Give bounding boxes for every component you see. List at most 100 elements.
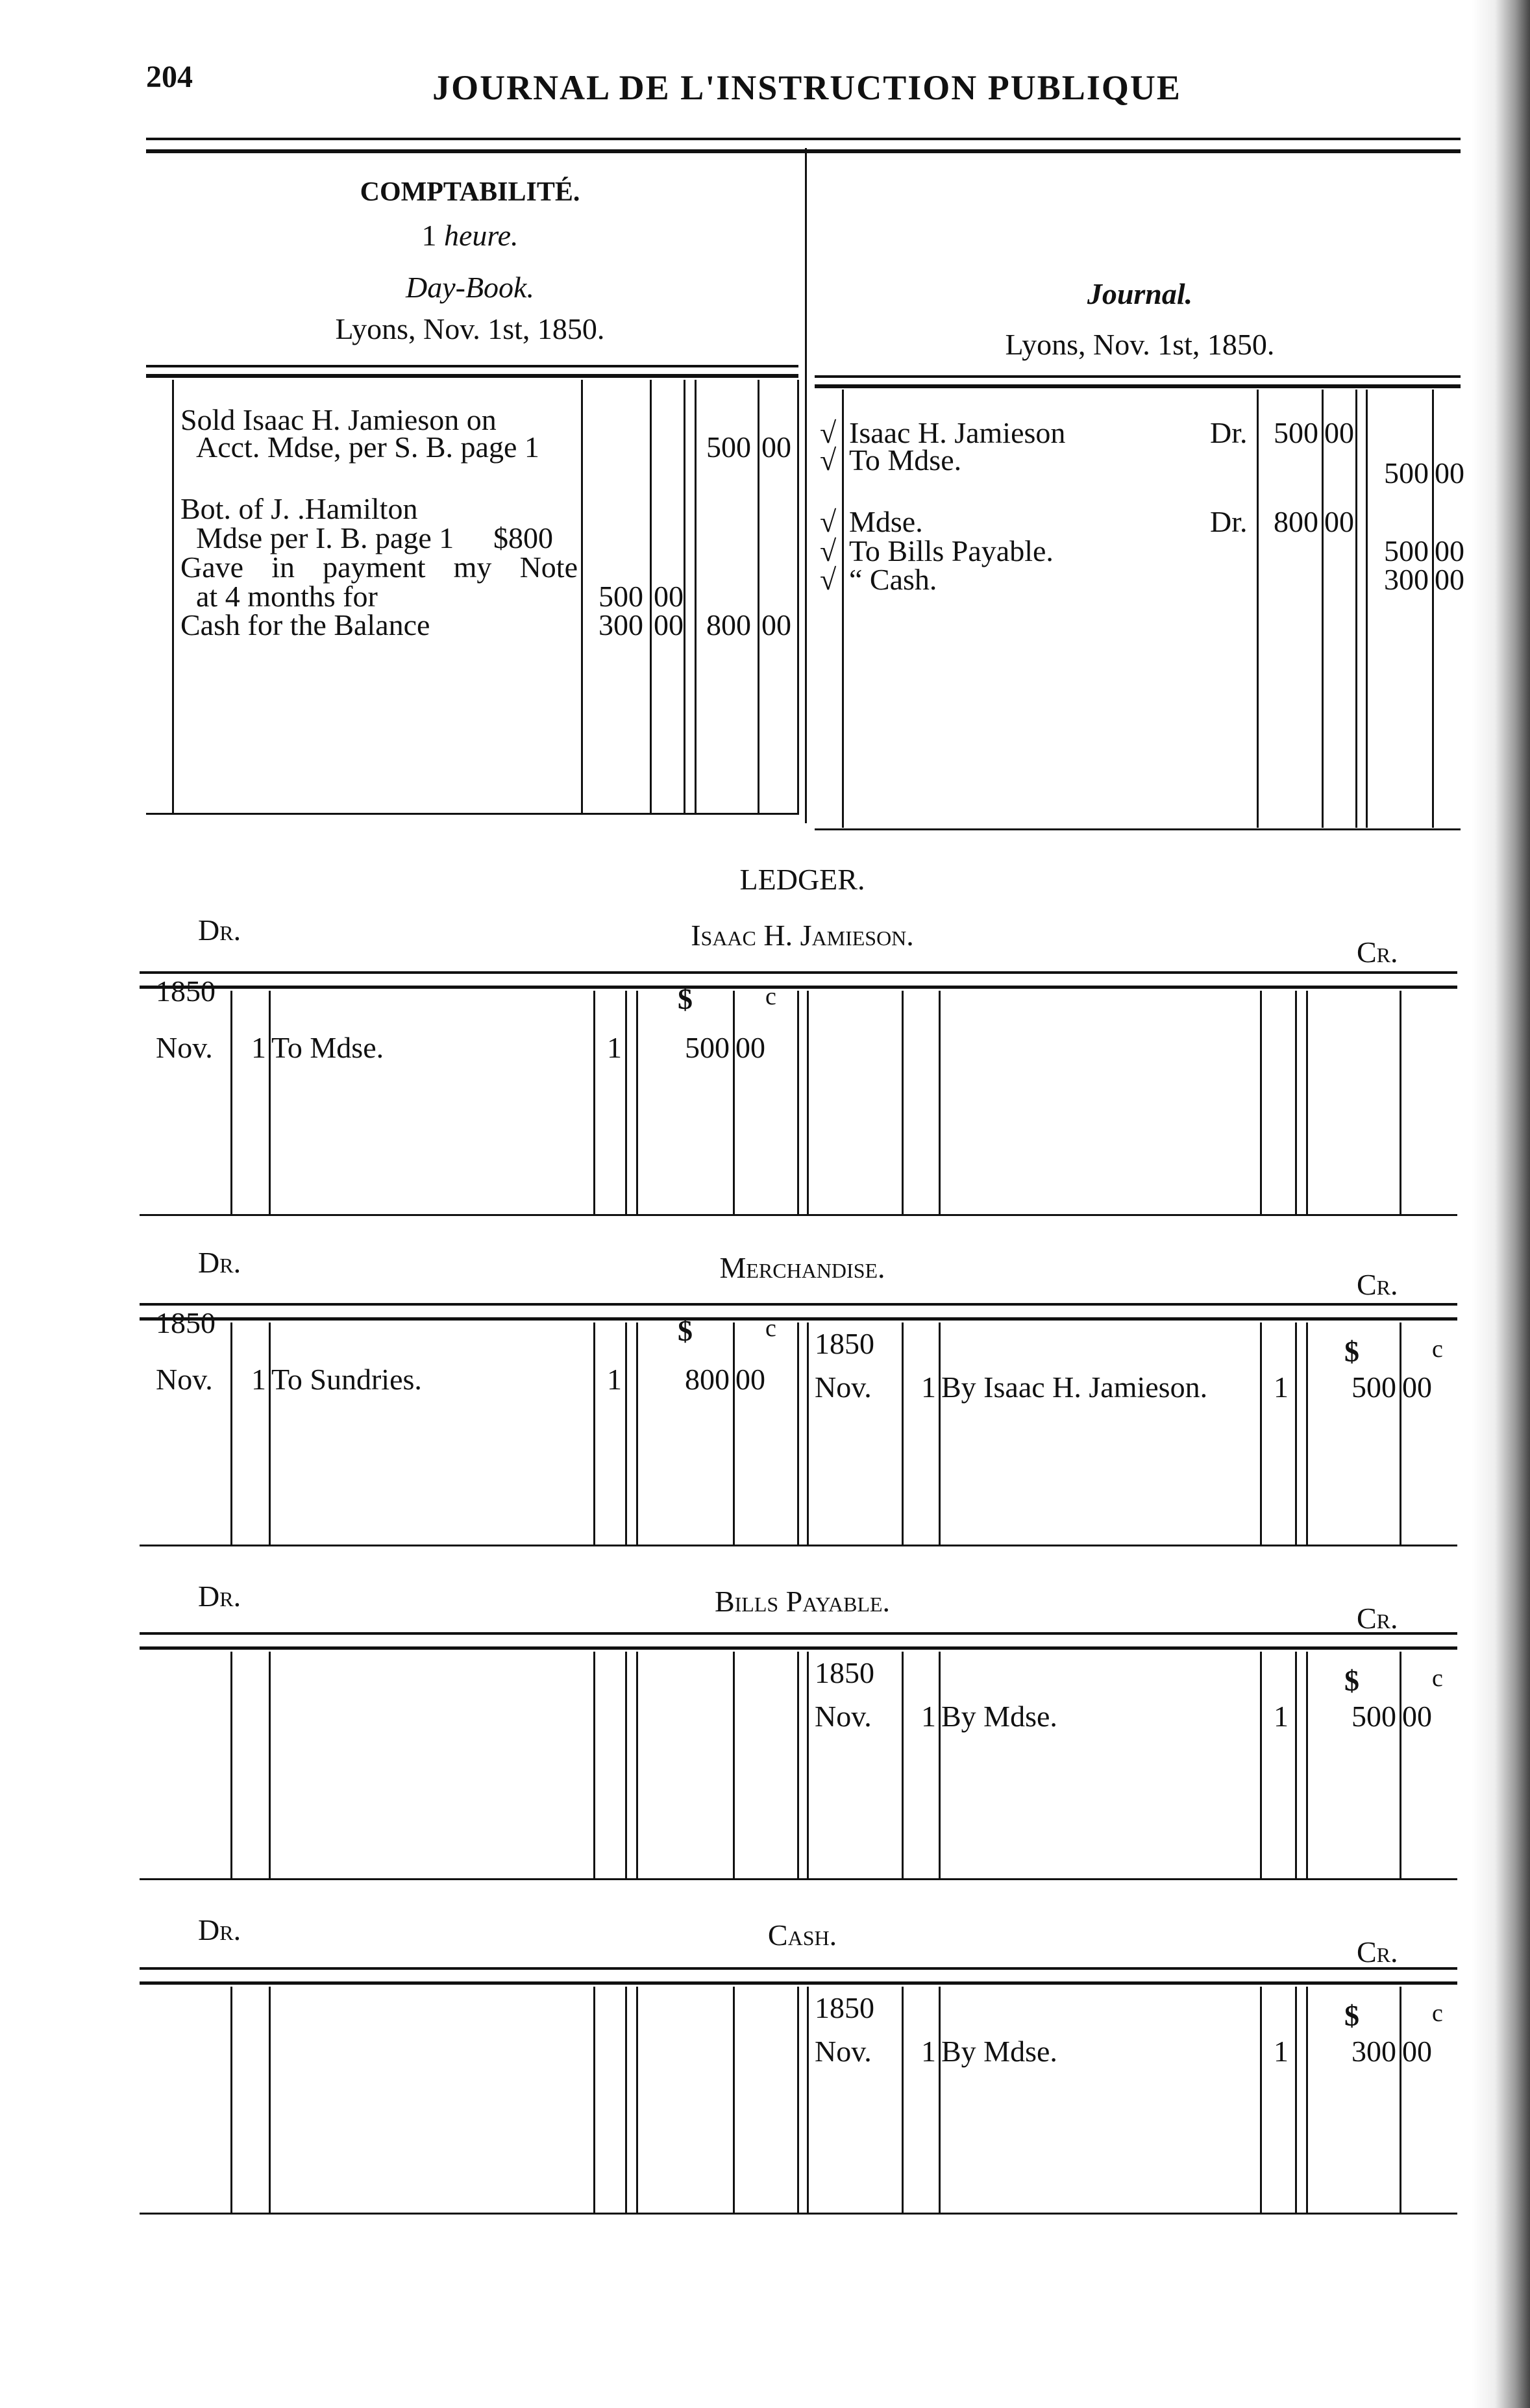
column-rule [1306,1987,1308,2213]
journal-line-text: To Bills Payable. [849,534,1054,567]
currency-header: $ [1344,1999,1359,2032]
ledger-year: 1850 [815,1991,874,2024]
top-rule [146,149,1461,153]
column-rule [625,1652,627,1878]
daybook-outer-cents: 00 [761,608,791,641]
entry-month: Nov. [156,1363,213,1396]
entry-dollars: 500 [1351,1371,1396,1404]
ledger-bottom-rule [140,1878,1457,1880]
daybook-line: Acct. Mdse, per S. B. page 1 [196,430,539,464]
entry-folio: 1 [1274,2035,1289,2068]
daybook-title: Day-Book. [406,271,534,304]
column-rule [230,1652,232,1878]
column-rule [1400,991,1401,1214]
debit-label: Dr. [198,1580,241,1613]
column-rule [807,1987,809,2213]
ledger-rule [140,1317,1457,1321]
column-rule [902,991,904,1214]
column-rule [1295,991,1297,1214]
entry-cents: 00 [1402,1371,1432,1404]
cents-header: c [1432,1335,1443,1363]
entry-day: 1 [921,2035,936,2068]
column-rule [172,380,174,815]
daybook-outer-dollars: 500 [706,430,751,464]
column-rule [902,1322,904,1545]
journal-credit-dollars: 500 [1384,456,1429,490]
journal-line-text: Isaac H. Jamieson [849,416,1066,449]
column-rule [1322,390,1324,828]
check-mark: √ [820,443,837,477]
column-rule [230,1987,232,2213]
currency-header: $ [678,982,693,1015]
daybook-inner-dollars: 500 [598,580,643,613]
entry-description: By Mdse. [941,1700,1057,1733]
entry-cents: 00 [735,1363,765,1396]
column-rule [230,1322,232,1545]
cents-header: c [765,1315,776,1342]
journal-credit-dollars: 500 [1384,534,1429,567]
column-rule [684,380,685,815]
column-rule [1260,1322,1262,1545]
account-name: Cash. [767,1918,837,1952]
column-rule [269,1987,271,2213]
column-rule [1306,1322,1308,1545]
journal-credit-cents: 00 [1435,563,1464,596]
column-rule [758,380,759,815]
credit-label: Cr. [1357,1935,1398,1968]
journal-debit-dollars: 800 [1274,505,1318,538]
entry-day: 1 [921,1371,936,1404]
daybook-line-text: Mdse per I. B. page 1 [196,521,454,554]
currency-header: $ [678,1314,693,1347]
journal-dr-label: Dr. [1210,416,1248,449]
ledger-year: 1850 [815,1656,874,1689]
credit-label: Cr. [1357,1602,1398,1635]
ledger-bottom-rule [140,2213,1457,2215]
daybook-line: at 4 months for [196,580,378,613]
entry-month: Nov. [156,1031,213,1064]
currency-header: $ [1344,1335,1359,1368]
column-rule [733,1987,735,2213]
column-rule [939,1652,941,1878]
check-mark: √ [820,505,837,538]
journal-dr-label: Dr. [1210,505,1248,538]
ledger-year: 1850 [156,974,216,1008]
column-rule [939,1987,941,2213]
currency-header: $ [1344,1664,1359,1697]
journal-rule [815,375,1461,378]
entry-folio: 1 [607,1031,622,1064]
debit-label: Dr. [198,1246,241,1279]
column-rule [797,1652,799,1878]
column-rule [636,1987,638,2213]
column-rule [1366,390,1368,828]
column-rule [625,1322,627,1545]
debit-label: Dr. [198,1913,241,1946]
column-rule [269,1322,271,1545]
page-edge-shadow [1472,0,1530,2408]
section-heading: COMPTABILITÉ. [360,177,580,207]
entry-day: 1 [251,1031,266,1064]
column-rule [1257,390,1259,828]
check-mark: √ [820,563,837,596]
account-name: Merchandise. [719,1251,885,1284]
daybook-rule [146,374,798,378]
column-rule [1306,1652,1308,1878]
column-rule [797,1322,799,1545]
journal-line-text: “ Cash. [849,563,937,596]
ledger-rule [140,1646,1457,1650]
daybook-inner-cents: 00 [654,580,684,613]
entry-dollars: 300 [1351,2035,1396,2068]
cents-header: c [765,983,776,1010]
column-rule [797,1987,799,2213]
ledger-rule [140,986,1457,989]
journal-debit-cents: 00 [1324,416,1354,449]
page-number: 204 [146,60,193,94]
entry-folio: 1 [1274,1371,1289,1404]
check-mark: √ [820,416,837,449]
cents-header: c [1432,1665,1443,1692]
journal-place-date: Lyons, Nov. 1st, 1850. [1005,328,1275,361]
column-rule [797,380,799,815]
column-rule [1260,1987,1262,2213]
column-rule [581,380,583,815]
column-rule [593,1987,595,2213]
column-rule [939,991,941,1214]
